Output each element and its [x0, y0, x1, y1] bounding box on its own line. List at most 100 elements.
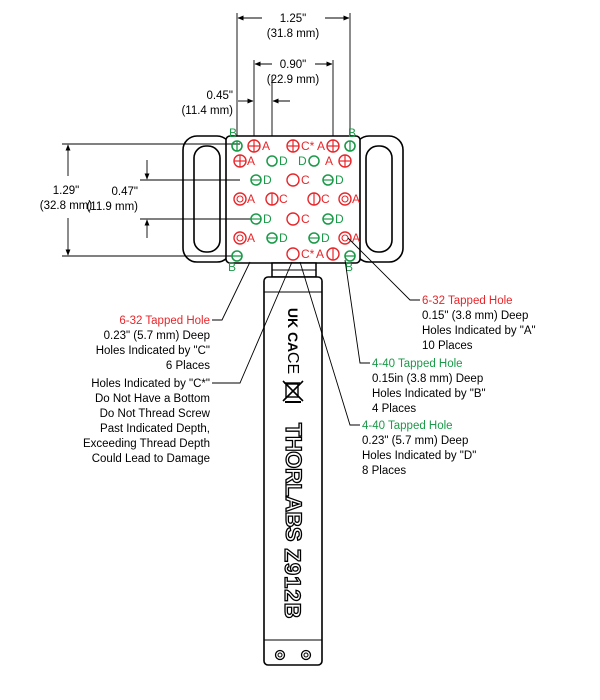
callout-c-star-note: Holes Indicated by "C*" Do Not Have a Bo… [83, 378, 211, 465]
svg-text:0.23" (5.7 mm) Deep: 0.23" (5.7 mm) Deep [362, 435, 468, 447]
svg-text:D: D [279, 231, 288, 245]
svg-text:A: A [262, 139, 270, 153]
svg-text:Holes Indicated by "D": Holes Indicated by "D" [362, 450, 476, 462]
hole-a: A [247, 139, 270, 153]
svg-text:C*: C* [301, 139, 315, 153]
svg-text:D: D [263, 173, 272, 187]
height-dim-mm: (32.8 mm) [40, 200, 93, 212]
handle-screw-left [274, 649, 286, 661]
right-flange [354, 135, 404, 263]
svg-text:Could Lead to Damage: Could Lead to Damage [92, 453, 210, 465]
svg-text:D: D [321, 231, 330, 245]
svg-text:Do Not Have a Bottom: Do Not Have a Bottom [95, 393, 210, 405]
svg-text:C: C [301, 173, 310, 187]
svg-text:A: A [247, 154, 255, 168]
leader-lines [212, 237, 420, 426]
hole-c-star: C* [286, 247, 315, 261]
hole-d: D [266, 231, 288, 245]
hole-c-star: C* [286, 139, 315, 153]
svg-text:6-32 Tapped Hole: 6-32 Tapped Hole [422, 295, 513, 307]
svg-text:Do Not Thread Screw: Do Not Thread Screw [100, 408, 211, 420]
svg-text:Past Indicated Depth,: Past Indicated Depth, [100, 423, 210, 435]
svg-text:A: A [317, 139, 325, 153]
pitch-dim-in: 0.47" [112, 186, 138, 198]
svg-text:4-40 Tapped Hole: 4-40 Tapped Hole [372, 358, 463, 370]
dimension-lines: 1.25" (31.8 mm) 0.90" (22.9 mm) 0.45" (1… [40, 13, 351, 257]
svg-text:D: D [335, 212, 344, 226]
right-flange-slot [365, 145, 393, 253]
hole-pattern: B B B B A C* [228, 126, 360, 274]
svg-text:A: A [325, 154, 333, 168]
offset-dim-in: 0.45" [207, 90, 233, 102]
svg-text:Holes Indicated by "A": Holes Indicated by "A" [422, 325, 536, 337]
svg-text:0.15" (3.8 mm) Deep: 0.15" (3.8 mm) Deep [422, 310, 528, 322]
left-flange-slot [193, 145, 221, 253]
brand-logo: THORLABS [281, 423, 306, 541]
width-dim-mm: (31.8 mm) [267, 28, 320, 40]
hole-b-top-left: B [229, 126, 243, 152]
hole-d: D [250, 173, 272, 187]
mount-body [182, 135, 404, 264]
ce-mark: CE [284, 352, 301, 374]
callout-d-holes: 4-40 Tapped Hole 0.23" (5.7 mm) Deep Hol… [362, 420, 476, 477]
hole-a: A [233, 231, 255, 245]
width-dim-in: 1.25" [280, 13, 306, 25]
hole-a: A [233, 154, 255, 168]
hole-c: C [307, 192, 330, 206]
hole-c: C [286, 173, 310, 187]
hole-d: D [308, 231, 330, 245]
spacing-dim-mm: (22.9 mm) [267, 74, 320, 86]
hole-d: D [250, 212, 272, 226]
svg-text:B: B [228, 260, 236, 274]
hole-d: D [298, 154, 320, 168]
svg-text:4-40 Tapped Hole: 4-40 Tapped Hole [362, 420, 453, 432]
svg-text:Holes Indicated by "C*": Holes Indicated by "C*" [91, 378, 210, 390]
hole-c: C [265, 192, 288, 206]
hole-a: A [338, 192, 360, 206]
svg-text:B: B [229, 126, 237, 140]
svg-text:10 Places: 10 Places [422, 340, 473, 352]
hole-d: D [322, 173, 344, 187]
hole-a: A [316, 247, 340, 261]
svg-text:Holes Indicated by "B": Holes Indicated by "B" [372, 388, 486, 400]
hole-a: A [317, 139, 340, 153]
height-dim-in: 1.29" [53, 185, 79, 197]
svg-text:C: C [279, 192, 288, 206]
handle: UK CA CE THORLABS Z912B [263, 262, 323, 666]
spacing-dim-in: 0.90" [280, 59, 306, 71]
hole-b-top-right: B [344, 126, 356, 152]
handle-screw-right [300, 649, 312, 661]
offset-dim-mm: (11.4 mm) [181, 105, 233, 117]
svg-text:C: C [321, 192, 330, 206]
svg-text:Exceeding Thread Depth: Exceeding Thread Depth [83, 438, 210, 450]
svg-text:A: A [247, 231, 255, 245]
svg-text:4 Places: 4 Places [372, 403, 416, 415]
svg-text:0.23" (5.7 mm) Deep: 0.23" (5.7 mm) Deep [104, 330, 210, 342]
svg-text:B: B [345, 260, 353, 274]
hole-d: D [322, 212, 344, 226]
svg-text:A: A [247, 192, 255, 206]
hole-b-bottom-left: B [228, 250, 243, 274]
svg-text:C*: C* [301, 247, 315, 261]
svg-text:D: D [279, 154, 288, 168]
hole-a: A [233, 192, 255, 206]
handle-body [263, 276, 323, 666]
ukca-mark: UK CA [285, 308, 301, 352]
svg-text:D: D [263, 212, 272, 226]
weee-bin-icon [282, 380, 304, 403]
svg-text:A: A [316, 247, 324, 261]
pitch-dim-mm: (11.9 mm) [86, 201, 138, 213]
hole-a: A [325, 154, 352, 168]
svg-text:C: C [301, 212, 310, 226]
svg-text:6 Places: 6 Places [166, 360, 210, 372]
svg-text:0.15in (3.8 mm) Deep: 0.15in (3.8 mm) Deep [372, 373, 483, 385]
hole-b-bottom-right: B [344, 250, 356, 274]
svg-text:Holes Indicated by "C": Holes Indicated by "C" [96, 345, 210, 357]
svg-text:D: D [298, 154, 307, 168]
callout-c-holes: 6-32 Tapped Hole 0.23" (5.7 mm) Deep Hol… [96, 315, 211, 372]
svg-text:D: D [335, 173, 344, 187]
svg-text:A: A [352, 231, 360, 245]
svg-text:6-32 Tapped Hole: 6-32 Tapped Hole [119, 315, 210, 327]
model-label: Z912B [280, 548, 305, 619]
